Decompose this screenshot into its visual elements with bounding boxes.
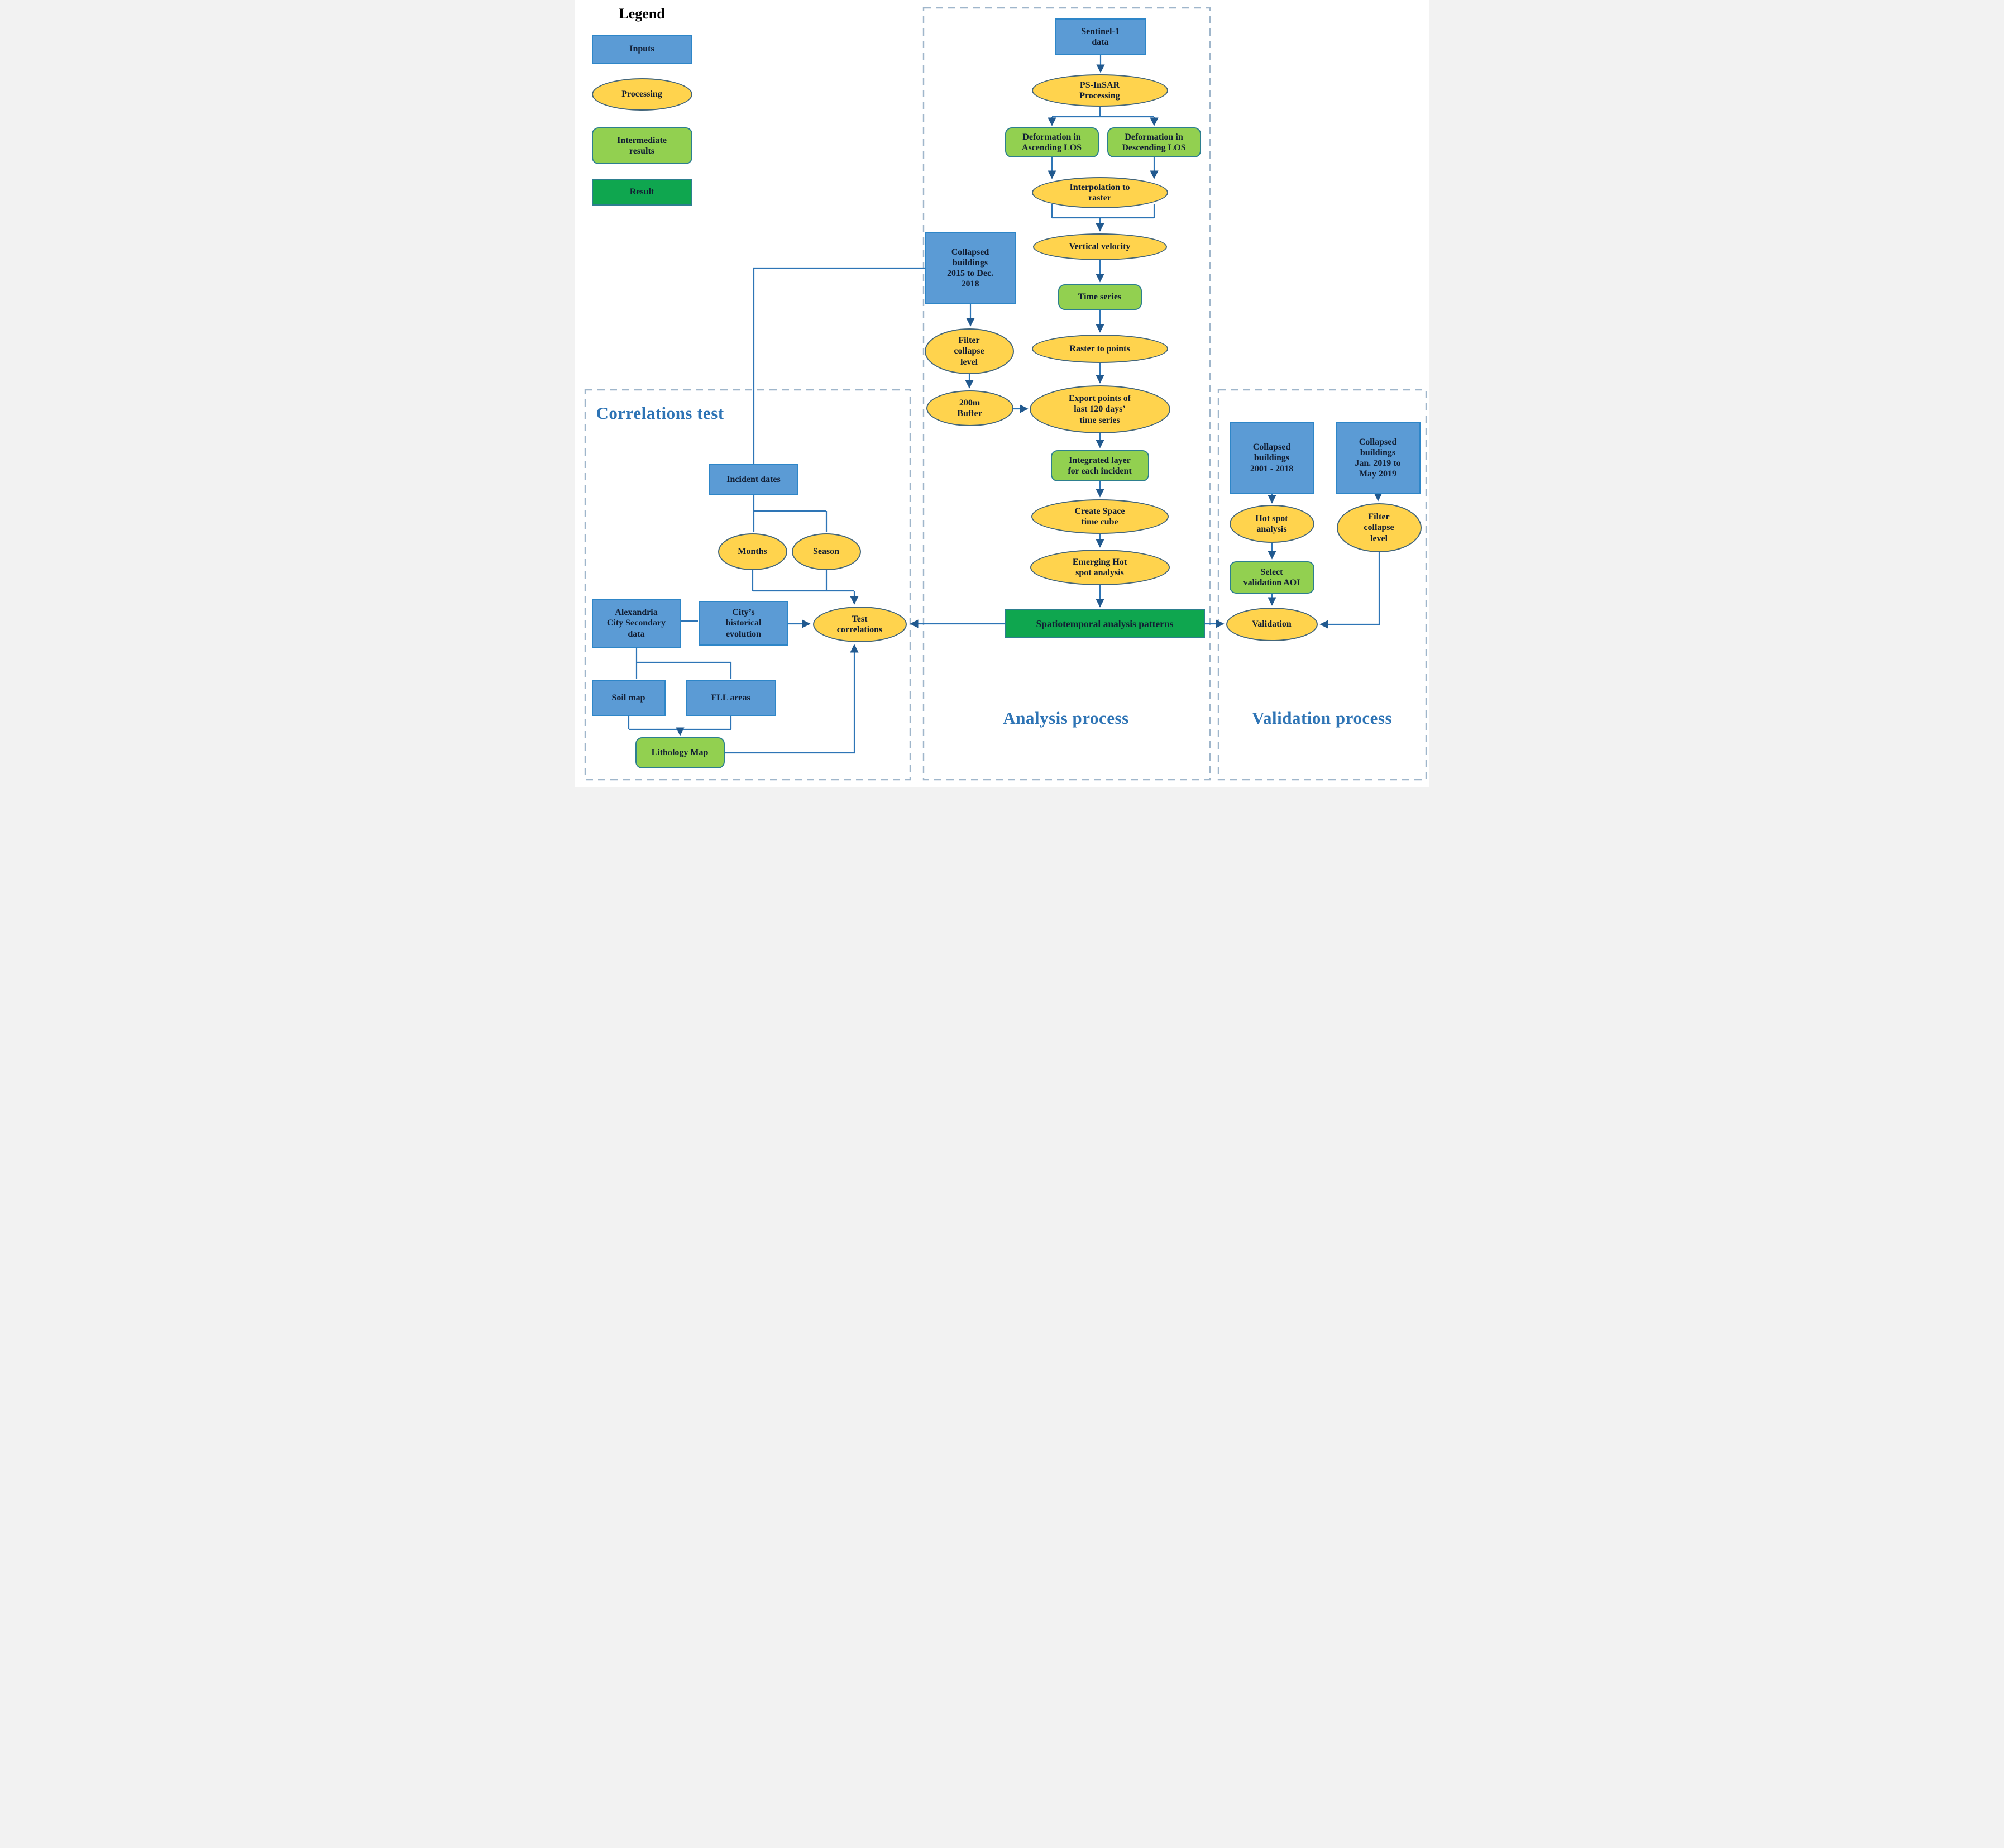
- section-title-analysis: Analysis process: [1003, 708, 1129, 728]
- section-borders: [584, 7, 1427, 781]
- node-collapsed-buildings-2015: Collapsed buildings 2015 to Dec. 2018: [924, 232, 1016, 304]
- node-incident-dates: Incident dates: [709, 464, 798, 495]
- edge-collapsed2015-incident: [753, 267, 925, 464]
- node-spatiotemporal-patterns: Spatiotemporal analysis patterns: [1005, 609, 1205, 638]
- node-deformation-ascending: Deformation in Ascending LOS: [1005, 127, 1099, 157]
- node-test-correlations: Test correlations: [812, 607, 907, 642]
- legend-result-swatch: Result: [591, 179, 692, 206]
- node-integrated-layer: Integrated layer for each incident: [1050, 450, 1149, 481]
- node-raster-to-points: Raster to points: [1031, 335, 1168, 363]
- node-filter-collapse-level-2015: Filter collapse level: [924, 328, 1014, 374]
- flow-connectors: [628, 55, 1383, 754]
- node-fll-areas: FLL areas: [685, 680, 776, 716]
- flowchart-canvas: Legend Inputs Processing Intermediate re…: [575, 0, 1429, 787]
- node-export-points: Export points of last 120 days’ time ser…: [1029, 385, 1170, 433]
- edge-months-season-merge: [752, 570, 854, 592]
- node-sentinel-data: Sentinel-1 data: [1054, 18, 1146, 55]
- node-months: Months: [718, 533, 787, 570]
- legend-processing-swatch: Processing: [591, 78, 692, 111]
- node-lithology-map: Lithology Map: [635, 737, 725, 768]
- section-title-correlations: Correlations test: [596, 403, 724, 423]
- edge-incident-months-season: [753, 495, 827, 532]
- validation-box-border: [1217, 389, 1427, 781]
- node-emerging-hotspot: Emerging Hot spot analysis: [1030, 550, 1170, 585]
- edge-alexandria-soil-fll: [635, 648, 731, 679]
- node-soil-map: Soil map: [591, 680, 666, 716]
- node-season: Season: [791, 533, 861, 570]
- node-collapsed-buildings-2019: Collapsed buildings Jan. 2019 to May 201…: [1335, 422, 1421, 494]
- node-time-series: Time series: [1058, 284, 1142, 310]
- correlations-box-border: [584, 389, 911, 781]
- node-select-validation-aoi: Select validation AOI: [1229, 561, 1314, 594]
- node-vertical-velocity: Vertical velocity: [1032, 233, 1167, 260]
- connector-layer: [584, 7, 1427, 781]
- node-filter-collapse-level-2019: Filter collapse level: [1336, 503, 1422, 552]
- section-title-validation: Validation process: [1251, 708, 1393, 728]
- node-hot-spot-analysis: Hot spot analysis: [1229, 505, 1314, 543]
- legend-title: Legend: [619, 6, 665, 22]
- node-space-time-cube: Create Space time cube: [1031, 499, 1169, 534]
- node-200m-buffer: 200m Buffer: [926, 390, 1013, 426]
- legend-inputs-swatch: Inputs: [591, 35, 692, 64]
- node-interpolation-raster: Interpolation to raster: [1031, 177, 1168, 208]
- node-deformation-descending: Deformation in Descending LOS: [1107, 127, 1201, 157]
- legend-intermediate-swatch: Intermediate results: [591, 127, 692, 164]
- node-collapsed-buildings-2001-2018: Collapsed buildings 2001 - 2018: [1229, 422, 1314, 494]
- node-city-historical-evolution: City’s historical evolution: [699, 601, 788, 646]
- node-alexandria-secondary-data: Alexandria City Secondary data: [591, 599, 681, 648]
- edge-interp-merge: [1051, 204, 1155, 219]
- edge-lithology-testcorr: [724, 644, 859, 754]
- edge-psinsar-split: [1051, 107, 1154, 118]
- edge-soil-fll-merge: [628, 716, 731, 730]
- node-psinsar-processing: PS-InSAR Processing: [1031, 74, 1168, 107]
- node-validation: Validation: [1226, 608, 1318, 641]
- edge-filter2019-validation: [1319, 552, 1380, 629]
